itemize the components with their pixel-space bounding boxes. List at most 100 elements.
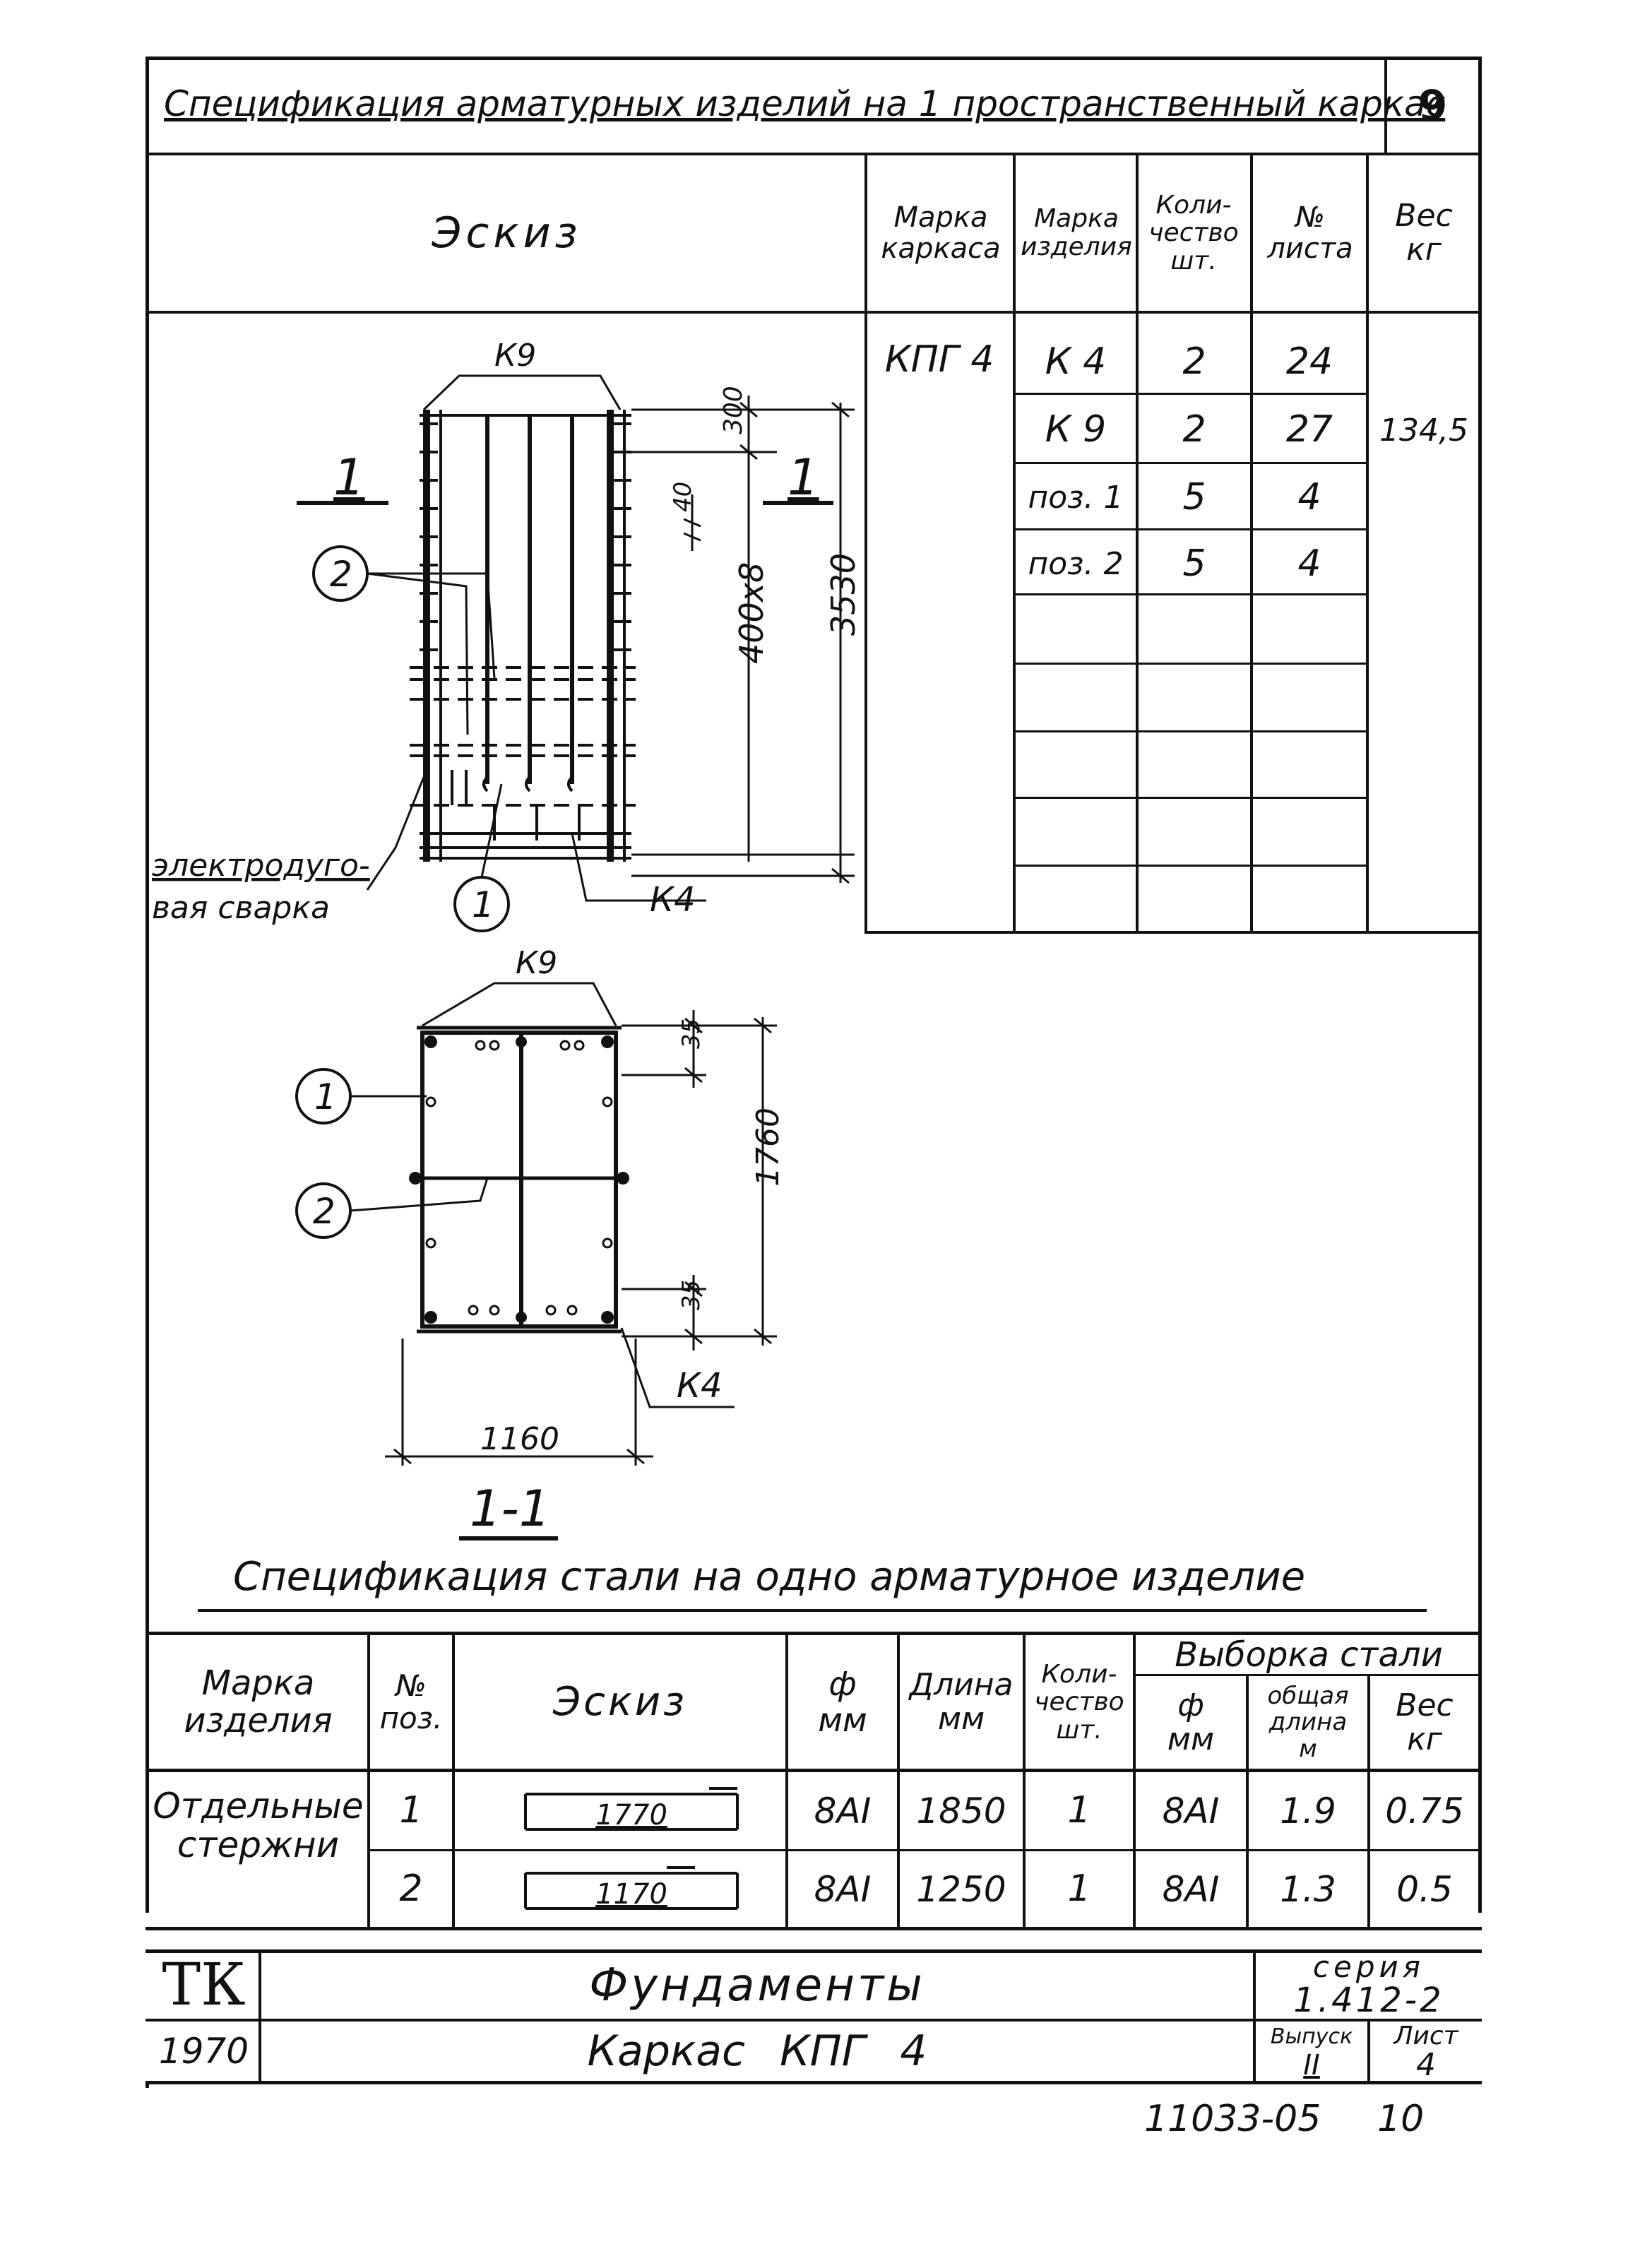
tb-top — [145, 1949, 1482, 1953]
steel-table-bottom — [145, 1927, 1482, 1930]
elev-welding-note-2: вая сварка — [152, 890, 330, 926]
tb-sheet-value: 4 — [1416, 2046, 1436, 2083]
frame-top — [145, 57, 1482, 60]
spec-row-item: поз. 2 — [1028, 545, 1124, 582]
spec-row-sheet: 24 — [1285, 340, 1333, 384]
spec-vline-1 — [864, 153, 867, 932]
steel-row-sel-length: 1.9 — [1280, 1790, 1336, 1832]
tb-issue-value: II — [1303, 2049, 1320, 2082]
sec-dim-1160: 1160 — [480, 1421, 559, 1457]
steel-row-pos: 2 — [399, 1868, 423, 1911]
elev-dim-3530: 3530 — [824, 553, 862, 636]
elevation-drawing: К9 1 1 2 1 электродуго- вая сварка К4 30… — [152, 338, 862, 932]
spec-row-line — [1013, 797, 1366, 799]
spec-row-sheet: 4 — [1297, 476, 1321, 519]
spec-frame-mark-value: КПГ 4 — [884, 338, 994, 381]
tb-frame-bottom — [145, 2081, 149, 2088]
tb-vline-left — [259, 1949, 261, 2084]
sheet-corner-number: 9 — [1418, 81, 1448, 131]
steel-row-diameter: 8АI — [814, 1790, 872, 1832]
steel-row-length: 1850 — [916, 1790, 1006, 1832]
tb-subtitle: Каркас КПГ 4 — [587, 2026, 927, 2076]
steel-header-item-mark: Марка изделия — [184, 1663, 333, 1740]
elev-section-mark-left: 1 — [333, 449, 365, 506]
spec-row-qty: 2 — [1182, 408, 1206, 451]
spec-vline-3 — [1136, 153, 1139, 932]
footer-code: 11033-05 — [1144, 2098, 1321, 2140]
elev-callout-2: 2 — [330, 554, 352, 595]
elev-welding-note-1: электродуго- — [152, 848, 370, 884]
spec-row-line — [1013, 393, 1366, 395]
steel-row-sel-diameter: 8АI — [1162, 1868, 1220, 1910]
steel-header-selection: Выборка стали — [1175, 1634, 1443, 1675]
spec-header-item-mark: Марка изделия — [1021, 204, 1132, 261]
elev-callout-1: 1 — [472, 884, 494, 925]
tb-mid — [145, 2019, 1482, 2022]
tb-sheet-label: Лист — [1393, 2022, 1458, 2051]
spec-header-sketch: Эскиз — [432, 208, 582, 258]
elev-section-mark-right: 1 — [788, 449, 819, 506]
spec-vline-4 — [1250, 153, 1253, 932]
steel-row-sel-diameter: 8АI — [1162, 1790, 1220, 1832]
spec-header-frame-mark: Марка каркаса — [881, 201, 1001, 265]
tb-vline-right — [1253, 1949, 1256, 2084]
footer-page: 10 — [1377, 2098, 1425, 2140]
tb-bottom — [145, 2081, 1482, 2084]
elev-label-k9: К9 — [494, 338, 536, 374]
steel-vline — [785, 1632, 788, 1928]
steel-row-line — [367, 1849, 1482, 1851]
sec-label-k9: К9 — [516, 945, 557, 981]
frame-right — [1478, 57, 1482, 1913]
sec-label-k4: К4 — [677, 1366, 723, 1406]
steel-vline — [367, 1632, 370, 1928]
steel-sel-subline — [1133, 1674, 1482, 1676]
elev-dim-300: 300 — [719, 386, 748, 434]
sec-dim-35-bottom: 35 — [677, 1280, 706, 1310]
spec-row-sheet: 4 — [1297, 542, 1321, 586]
spec-row-qty: 5 — [1182, 542, 1206, 586]
steel-vline — [897, 1632, 900, 1928]
spec-row-qty: 2 — [1182, 340, 1206, 384]
frame-left — [145, 57, 149, 1913]
spec-header-quantity: Коли- чество шт. — [1148, 190, 1239, 275]
steel-row-qty: 1 — [1067, 1868, 1091, 1911]
steel-row-length: 1250 — [916, 1868, 1006, 1910]
sec-dim-1760: 1760 — [750, 1108, 786, 1187]
steel-spec-title: Спецификация стали на одно арматурное из… — [233, 1554, 1306, 1600]
spec-row-line — [1013, 462, 1366, 464]
spec-vline-2 — [1013, 153, 1016, 932]
section-drawing: К9 1 2 К4 35 35 1760 1160 1-1 — [295, 945, 786, 1540]
steel-header-sel-weight: Вес кг — [1396, 1687, 1454, 1757]
steel-row-diameter: 8АI — [814, 1868, 872, 1910]
spec-total-weight: 134,5 — [1379, 412, 1468, 449]
sec-title: 1-1 — [470, 1480, 550, 1538]
steel-spec-title-underline — [198, 1609, 1427, 1612]
steel-table-top — [145, 1632, 1482, 1635]
steel-vline — [1246, 1674, 1249, 1928]
tb-year: 1970 — [158, 2030, 249, 2072]
steel-row-sketch-dim: 1170 — [595, 1878, 667, 1911]
tb-logo: ТК — [162, 1952, 246, 2019]
spec-row-line — [1013, 663, 1366, 665]
elev-dim-40: 40 — [669, 482, 697, 512]
sec-callout-2: 2 — [313, 1191, 335, 1232]
steel-vline — [1367, 1674, 1370, 1928]
steel-header-length: Длина мм — [909, 1666, 1014, 1737]
spec-table-bottom — [864, 931, 1482, 934]
steel-row-sketch — [455, 1773, 785, 1849]
spec-row-line — [1013, 593, 1366, 595]
steel-header-bottom — [145, 1769, 1482, 1772]
steel-row-qty: 1 — [1067, 1789, 1091, 1832]
spec-header-bottom — [145, 311, 1482, 314]
tb-title: Фундаменты — [589, 1959, 925, 2012]
corner-box-left — [1384, 57, 1387, 155]
spec-row-item: поз. 1 — [1028, 479, 1124, 516]
spec-row-item: К 9 — [1045, 408, 1107, 451]
steel-header-sketch: Эскиз — [553, 1679, 687, 1726]
top-title: Спецификация арматурных изделий на 1 про… — [164, 83, 1446, 124]
spec-row-line — [1013, 730, 1366, 732]
steel-row-sketch-dim: 1770 — [595, 1799, 667, 1832]
elev-dim-400x8: 400х8 — [732, 562, 771, 664]
spec-header-weight: Вес кг — [1395, 197, 1453, 268]
spec-row-item: К 4 — [1045, 340, 1107, 384]
